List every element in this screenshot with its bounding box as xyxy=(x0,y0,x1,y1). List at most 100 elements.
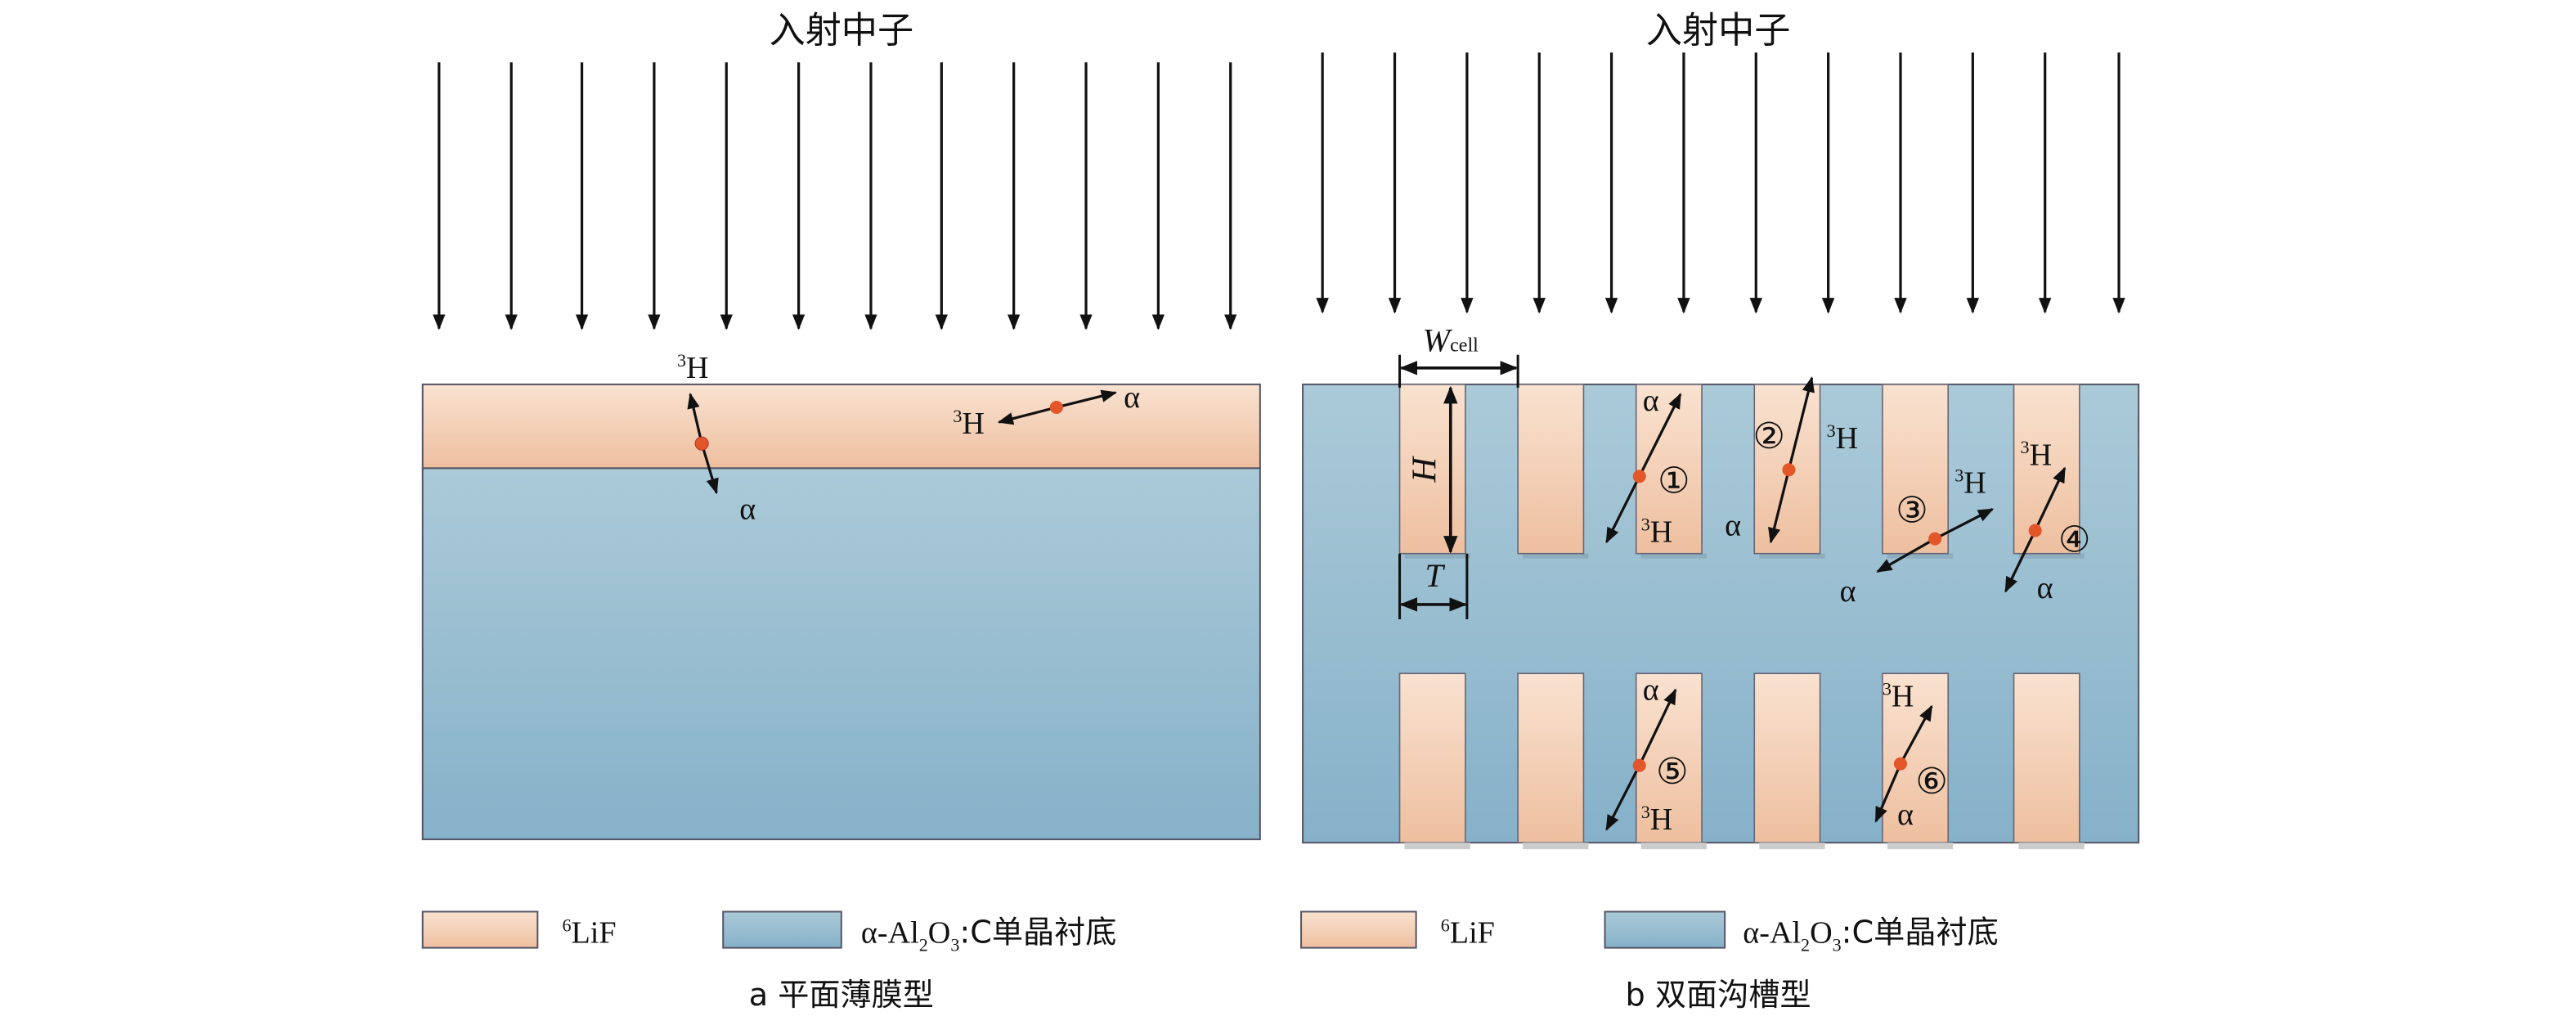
capture-event-1: ① 3H α xyxy=(1605,384,1690,550)
reaction-point xyxy=(1893,757,1908,771)
triton-track xyxy=(997,406,1057,425)
triton-track xyxy=(1787,375,1815,470)
alpha-label: α xyxy=(1643,384,1659,418)
capture-event-4: ④ 3H α xyxy=(2004,437,2091,605)
event-number: ⑥ xyxy=(1915,762,1948,802)
legend-substrate-label: α-Al2O3:C单晶衬底 xyxy=(1743,915,1999,955)
lif-trench-bottom xyxy=(2013,672,2080,843)
reaction-point xyxy=(1632,470,1646,483)
alpha-label: α xyxy=(739,492,756,527)
trench-shadow xyxy=(1759,553,1825,559)
neutron-arrows xyxy=(1316,52,2125,314)
lif-trench-top xyxy=(2013,384,2080,555)
lif-trench-top xyxy=(1882,384,1950,555)
caption-a: a 平面薄膜型 xyxy=(749,977,934,1013)
lif-film-layer xyxy=(421,383,1261,470)
incident-neutrons-title: 入射中子 xyxy=(1646,10,1791,52)
alpha-track xyxy=(1638,688,1677,767)
h-label: H xyxy=(1406,456,1444,483)
lif-trench-bottom xyxy=(1753,672,1821,843)
triton-label: 3H xyxy=(1641,515,1673,550)
trench-shadow xyxy=(1759,843,1825,850)
event-number: ⑤ xyxy=(1656,752,1689,792)
legend-substrate-swatch xyxy=(1604,910,1726,949)
trench-shadow xyxy=(1640,843,1708,850)
triton-label: 3H xyxy=(2021,437,2053,472)
triton-label: 3H xyxy=(677,350,709,385)
reaction-point xyxy=(1782,463,1796,477)
event-number: ③ xyxy=(1896,491,1928,531)
trench-shadow xyxy=(2018,843,2085,850)
triton-label: 3H xyxy=(953,406,985,441)
dimension-h: H xyxy=(1406,385,1458,554)
alpha-track xyxy=(1768,469,1791,544)
dimension-wcell: Wcell xyxy=(1398,322,1519,388)
legend-substrate-swatch xyxy=(722,910,842,949)
reaction-point xyxy=(2028,524,2042,537)
triton-track xyxy=(1899,704,1933,765)
capture-event-2: ② 3H α xyxy=(1725,375,1859,544)
reaction-point xyxy=(1928,532,1942,546)
reaction-point xyxy=(1049,400,1063,415)
event-number: ④ xyxy=(2058,520,2091,560)
trench-shadow xyxy=(1404,843,1470,850)
t-label: T xyxy=(1425,557,1446,594)
trench-shadow xyxy=(2018,553,2085,559)
legend-b: 6LiF α-Al2O3:C单晶衬底 b 双面沟槽型 xyxy=(1300,910,1999,1013)
panel-a: 入射中子 3H α 3H α xyxy=(421,10,1261,841)
trench-shadow xyxy=(1404,553,1470,559)
lif-trench-bottom xyxy=(1882,672,1950,843)
legend-lif-label: 6LiF xyxy=(1441,915,1495,951)
capture-event-5: ⑤ 3H α xyxy=(1605,672,1689,837)
triton-track xyxy=(687,393,703,444)
lif-trenches xyxy=(1398,384,2085,850)
alpha-track xyxy=(2004,529,2037,593)
event-number: ② xyxy=(1753,416,1786,456)
alpha-label: α xyxy=(1897,798,1914,832)
caption-b: b 双面沟槽型 xyxy=(1626,977,1811,1013)
triton-label: 3H xyxy=(1641,802,1673,837)
trench-shadow xyxy=(1887,553,1954,559)
alpha-label: α xyxy=(2037,571,2053,605)
reaction-point xyxy=(694,436,709,451)
legend-lif-label: 6LiF xyxy=(562,915,616,951)
capture-event-6: ⑥ 3H α xyxy=(1874,678,1948,832)
event-number: ① xyxy=(1658,461,1690,501)
triton-track xyxy=(1605,765,1641,831)
alpha-label: α xyxy=(1643,672,1659,707)
incident-neutrons-title: 入射中子 xyxy=(770,10,914,52)
triton-label: 3H xyxy=(1954,465,1986,500)
legend-substrate-label: α-Al2O3:C单晶衬底 xyxy=(861,915,1117,955)
substrate-layer xyxy=(421,467,1261,841)
dimension-t: T xyxy=(1398,553,1469,620)
alpha-label: α xyxy=(1124,380,1140,415)
lif-trench-bottom xyxy=(1398,672,1466,843)
capture-event-3: ③ 3H α xyxy=(1840,465,1995,609)
neutron-arrows xyxy=(433,62,1237,330)
lif-trench-top xyxy=(1517,384,1585,555)
triton-track xyxy=(2034,466,2067,532)
legend-a: 6LiF α-Al2O3:C单晶衬底 a 平面薄膜型 xyxy=(421,910,1117,1013)
triton-track xyxy=(1934,508,1995,541)
triton-track xyxy=(1605,475,1641,544)
trench-shadow xyxy=(1887,843,1954,850)
alpha-track xyxy=(1056,389,1118,409)
alpha-label: α xyxy=(1725,509,1741,543)
alpha-track xyxy=(1874,763,1902,823)
wcell-label: Wcell xyxy=(1423,322,1479,359)
trench-shadow xyxy=(1523,843,1589,850)
alpha-track xyxy=(1638,393,1682,478)
reaction-point xyxy=(1632,758,1646,772)
trench-shadow xyxy=(1640,553,1708,559)
triton-label: 3H xyxy=(1883,678,1914,713)
trench-shadow xyxy=(1523,553,1589,559)
triton-label: 3H xyxy=(1827,420,1859,456)
lif-trench-top xyxy=(1635,384,1703,555)
legend-lif-swatch xyxy=(421,910,539,949)
alpha-track xyxy=(700,443,719,495)
alpha-label: α xyxy=(1840,574,1856,609)
alpha-track xyxy=(1876,537,1936,573)
